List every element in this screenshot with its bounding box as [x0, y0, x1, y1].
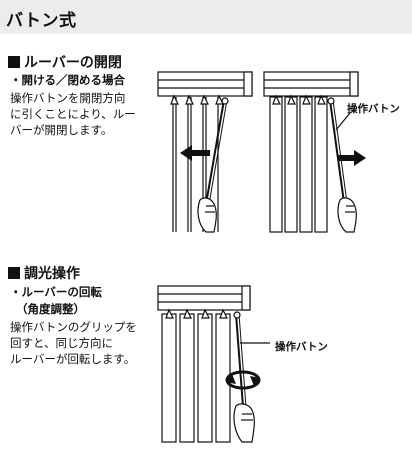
- illustration-close-right: [263, 71, 359, 233]
- section2-heading: 調光操作: [8, 263, 80, 283]
- section2-heading-text: 調光操作: [24, 266, 80, 282]
- page-title: バトン式: [6, 11, 77, 31]
- section2-subheading-line: （角度調整）: [16, 302, 85, 316]
- illustration-open-left: [157, 71, 253, 233]
- section2-body-line: 操作バトンのグリップを: [10, 320, 137, 334]
- section1-heading-text: ルーバーの開閉: [24, 55, 122, 71]
- section1-body-line: バーが開閉します。: [10, 123, 113, 137]
- section2-body: 操作バトンのグリップを 回すと、同じ方向に ルーバーが回転します。: [10, 319, 137, 367]
- section2-subheading-line: ・ルーバーの回転: [10, 285, 102, 299]
- square-bullet-icon: [8, 56, 20, 68]
- section1-subheading: ・開ける／閉める場合: [10, 73, 125, 87]
- section1-baton-callout: 操作バトン: [347, 103, 400, 115]
- square-bullet-icon: [8, 267, 20, 279]
- section2-body-line: 回すと、同じ方向に: [10, 336, 114, 350]
- section2-subheading: ・ルーバーの回転 （角度調整）: [10, 284, 102, 318]
- section1-body-line: 操作バトンを開閉方向: [10, 91, 126, 105]
- illustration-rotate: [157, 285, 270, 443]
- section1-heading: ルーバーの開閉: [8, 52, 122, 72]
- title-bar: バトン式: [0, 0, 412, 34]
- section1-body: 操作バトンを開閉方向 に引くことにより、ルー バーが開閉します。: [10, 90, 136, 138]
- section1-body-line: に引くことにより、ルー: [10, 107, 136, 121]
- section2-body-line: ルーバーが回転します。: [10, 352, 136, 366]
- section2-baton-callout: 操作バトン: [275, 341, 328, 353]
